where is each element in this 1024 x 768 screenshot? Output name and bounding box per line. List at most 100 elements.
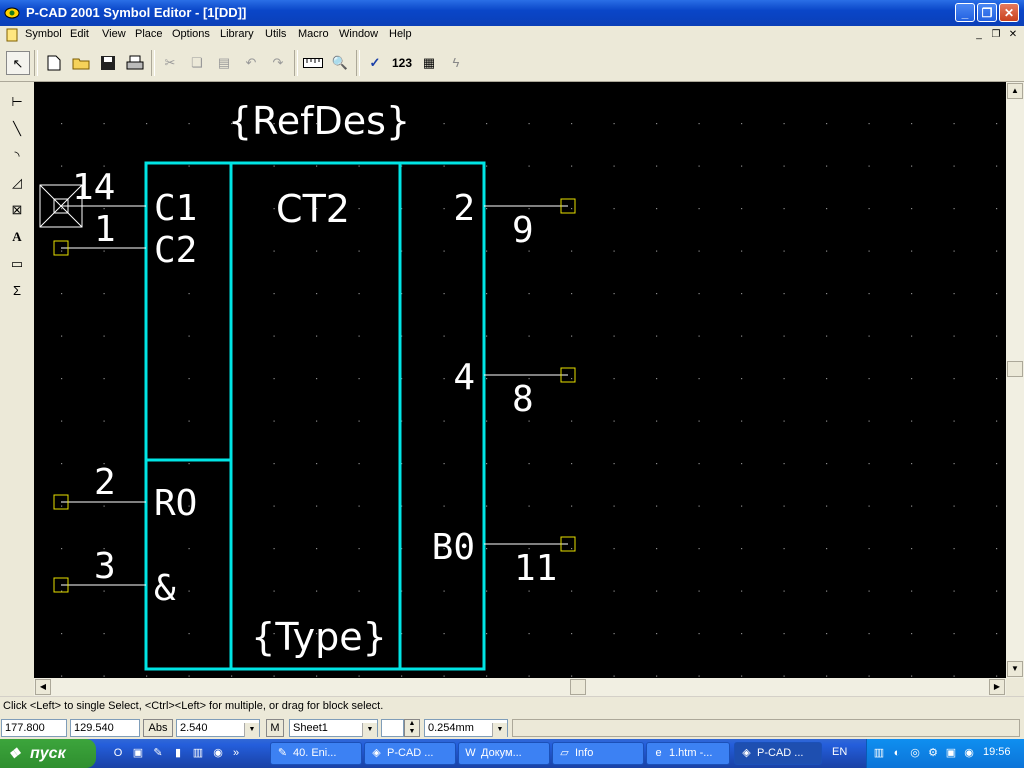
media-player-icon[interactable]: ◉ [213,747,223,759]
menu-view[interactable]: View [102,28,126,40]
opera-icon[interactable]: O [113,747,123,759]
x-coordinate-field[interactable]: 177.800 [1,719,67,737]
menu-options[interactable]: Options [172,28,210,40]
restore-button[interactable]: ❐ [977,3,997,22]
place-polygon-button[interactable]: ◿ [5,171,29,195]
output-label-2[interactable]: 2 [453,188,475,229]
function-label[interactable]: CT2 [276,187,350,231]
cut-button[interactable]: ✂ [158,51,182,75]
volume-icon[interactable]: ◐ [893,747,901,759]
pin-lines[interactable] [39,184,576,593]
chevron-down-icon[interactable]: ▼ [492,723,507,737]
redo-button[interactable]: ↷ [266,51,290,75]
undo-button[interactable]: ↶ [239,51,263,75]
abs-toggle-button[interactable]: Abs [143,719,173,737]
pin-numbering-button[interactable]: 123 [391,56,413,70]
type-label[interactable]: {Type} [251,615,387,659]
output-pin-number-11[interactable]: 11 [514,548,557,589]
layer-field[interactable] [381,719,404,737]
horizontal-scroll-thumb[interactable] [570,679,586,695]
task-button[interactable]: ◈P-CAD ... [364,742,456,765]
close-button[interactable]: ✕ [999,3,1019,22]
open-button[interactable] [69,51,93,75]
mdi-close-icon[interactable]: ✕ [1008,29,1018,40]
pencil-icon[interactable]: ✎ [153,747,163,759]
lightning-button[interactable]: ϟ [444,51,468,75]
menu-window[interactable]: Window [339,28,379,40]
menu-library[interactable]: Library [220,28,254,40]
menu-symbol[interactable]: Symbol [25,28,62,40]
input-pin-number-2[interactable]: 2 [94,462,116,503]
symbol-wizard-button[interactable]: ▦ [417,51,441,75]
y-coordinate-field[interactable]: 129.540 [70,719,140,737]
menu-place[interactable]: Place [135,28,163,40]
input-label-c1[interactable]: C1 [154,188,197,229]
grid-select[interactable]: 2.540 ▼ [176,719,260,737]
chevron-down-icon[interactable]: ▼ [244,723,259,737]
output-pin-number-8[interactable]: 8 [512,379,534,420]
display-icon[interactable]: ▣ [945,747,957,759]
security-icon[interactable]: ◉ [964,747,974,759]
input-pin-number-1[interactable]: 1 [94,209,116,250]
scroll-left-icon[interactable]: ◀ [35,679,51,695]
zoom-button[interactable]: 🔍 [328,51,352,75]
place-ref-point-button[interactable]: ⊠ [5,198,29,222]
network-icon[interactable]: ▥ [873,747,885,759]
menu-help[interactable]: Help [389,28,412,40]
save-button[interactable] [96,51,120,75]
chevron-down-icon[interactable]: ▼ [362,723,377,737]
scroll-right-icon[interactable]: ▶ [989,679,1005,695]
menu-utils[interactable]: Utils [265,28,287,40]
input-pin-number-14[interactable]: 14 [72,167,115,208]
m-toggle-button[interactable]: M [266,719,284,737]
line-width-select[interactable]: 0.254mm ▼ [424,719,508,737]
input-label-and[interactable]: & [154,568,176,609]
document-icon[interactable] [5,28,19,42]
print-button[interactable] [123,51,147,75]
menu-macro[interactable]: Macro [298,28,329,40]
input-label-ro[interactable]: RO [154,483,197,524]
language-indicator[interactable]: EN [832,746,848,758]
place-text-button[interactable]: A [5,225,29,249]
symbol-drawing[interactable]: {RefDes} {Type} CT2 C1 C2 RO & 14 1 2 3 … [34,82,1006,678]
output-label-4[interactable]: 4 [453,357,475,398]
symbol-canvas[interactable]: {RefDes} {Type} CT2 C1 C2 RO & 14 1 2 3 … [34,82,1006,678]
minimize-button[interactable]: _ [955,3,975,22]
new-button[interactable] [42,51,66,75]
mdi-restore-icon[interactable]: ❐ [991,29,1001,40]
place-line-button[interactable]: ╲ [5,117,29,141]
place-arc-button[interactable]: ◝ [5,144,29,168]
select-tool-button[interactable]: ↖ [6,51,30,75]
horizontal-scrollbar[interactable]: ◀ ▶ [34,678,1006,696]
spin-stepper[interactable]: ▲▼ [404,719,420,737]
task-button[interactable]: ▱Info [552,742,644,765]
antivirus-icon[interactable]: ◎ [910,747,920,759]
vertical-scrollbar[interactable]: ▲ ▼ [1006,82,1024,678]
measure-button[interactable] [301,51,325,75]
copy-button[interactable]: ❏ [185,51,209,75]
sheet-select[interactable]: Sheet1 ▼ [289,719,378,737]
save-quicklaunch-icon[interactable]: ▣ [132,747,144,759]
menu-edit[interactable]: Edit [70,28,89,40]
quicklaunch-more-icon[interactable]: » [232,747,240,759]
clock[interactable]: 19:56 [983,746,1011,758]
task-button[interactable]: ✎40. Eni... [270,742,362,765]
output-label-b0[interactable]: B0 [432,527,475,568]
start-button[interactable]: ❖ пуск [0,739,96,768]
place-attribute-button[interactable]: Σ [5,279,29,303]
title-bar[interactable]: P-CAD 2001 Symbol Editor - [1[DD]] _ ❐ ✕ [0,0,1024,26]
task-button-active[interactable]: ◈P-CAD ... [734,742,822,765]
settings-icon[interactable]: ⚙ [928,747,938,759]
refdes-label[interactable]: {RefDes} [228,99,410,143]
input-label-c2[interactable]: C2 [154,230,197,271]
validate-button[interactable]: ✓ [363,51,387,75]
place-pin-button[interactable]: ⊢ [5,90,29,114]
output-pin-number-9[interactable]: 9 [512,210,534,251]
battery-icon[interactable]: ▮ [174,747,182,759]
scroll-down-icon[interactable]: ▼ [1007,661,1023,677]
paste-button[interactable]: ▤ [212,51,236,75]
input-pin-number-3[interactable]: 3 [94,546,116,587]
vertical-scroll-thumb[interactable] [1007,361,1023,377]
